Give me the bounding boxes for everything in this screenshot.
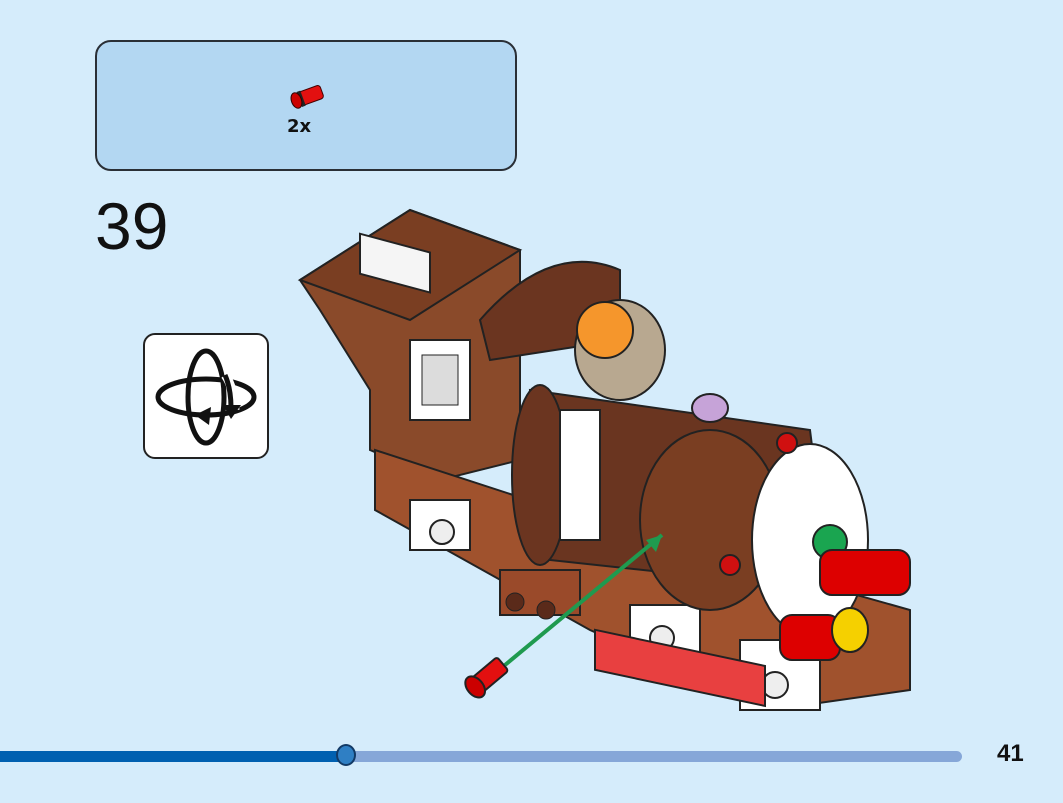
model-illustration [297, 208, 911, 712]
insert-arrow [503, 533, 664, 667]
rotate-model-callout [143, 333, 269, 459]
red-axle-pin-icon [290, 85, 324, 109]
progress-fill [0, 751, 347, 762]
page-progress-bar[interactable] [0, 744, 962, 766]
part-quantity: 2x [287, 116, 312, 137]
progress-track [0, 751, 962, 762]
rotate-model-icon [155, 348, 257, 446]
parts-callout: 2x [95, 40, 517, 171]
step-number: 39 [95, 189, 169, 263]
progress-handle[interactable] [336, 744, 357, 766]
page-number: 41 [997, 740, 1024, 767]
